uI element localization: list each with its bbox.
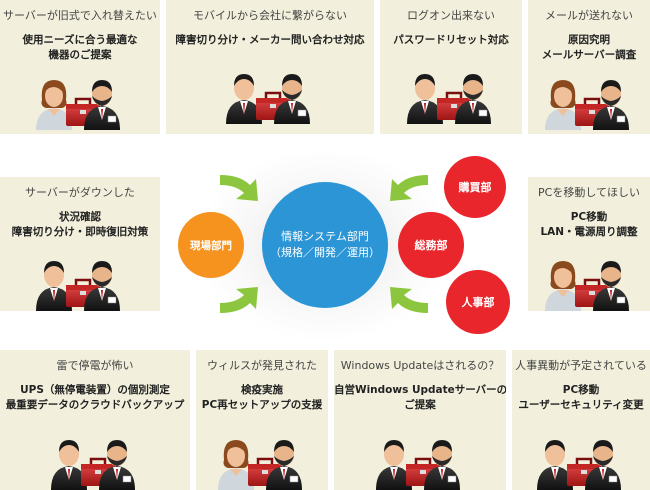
- arrow-bottom-left-icon: [220, 287, 258, 313]
- support-card-windows-update: Windows Updateはされるの？ 自営Windows Updateサーバ…: [334, 350, 506, 490]
- businessman-and-technician-icon: [32, 251, 128, 311]
- solution-text: UPS（無停電装置）の個別測定 最重要データのクラウドバックアップ: [5, 384, 185, 411]
- it-department-subtitle: （規格／開発／運用）: [270, 246, 380, 259]
- support-card-personnel-transfer: 人事異動が予定されている PC移動 ユーザーセキュリティ変更: [512, 350, 650, 490]
- solution-text: PC移動 LAN・電源周り調整: [540, 211, 638, 238]
- arrow-top-left-icon: [220, 175, 258, 201]
- problem-text: ログオン出来ない: [407, 9, 495, 22]
- problem-text: メールが送れない: [545, 9, 633, 22]
- arrow-top-right-icon: [390, 175, 428, 201]
- solution-text: PC移動 ユーザーセキュリティ変更: [518, 384, 644, 411]
- support-card-virus: ウィルスが発見された 検疫実施 PC再セットアップの支援: [196, 350, 328, 490]
- support-card-pc-move: PCを移動してほしい PC移動 LAN・電源周り調整: [528, 177, 650, 311]
- problem-text: PCを移動してほしい: [538, 186, 640, 199]
- businessman-and-technician-icon: [47, 430, 143, 490]
- problem-text: サーバーが旧式で入れ替えたい: [3, 9, 157, 22]
- support-card-server-down: サーバーがダウンした 状況確認 障害切り分け・即時復旧対策: [0, 177, 160, 311]
- it-department-circle: 情報システム部門 （規格／開発／運用）: [262, 182, 388, 308]
- problem-text: Windows Updateはされるの？: [340, 359, 500, 372]
- hr-department-circle: 人事部: [446, 270, 510, 334]
- solution-text: 使用ニーズに合う最適な 機器のご提案: [22, 34, 138, 61]
- support-card-mail: メールが送れない 原因究明 メールサーバー調査: [528, 0, 650, 134]
- solution-text: パスワードリセット対応: [393, 34, 509, 46]
- woman-and-technician-icon: [32, 70, 128, 130]
- general-affairs-department-circle: 総務部: [398, 212, 464, 278]
- it-department-title: 情報システム部門: [281, 230, 369, 243]
- solution-text: 原因究明 メールサーバー調査: [541, 34, 637, 61]
- support-card-mobile-connection: モバイルから会社に繋がらない 障害切り分け・メーカー問い合わせ対応: [166, 0, 374, 134]
- solution-text: 障害切り分け・メーカー問い合わせ対応: [175, 34, 365, 46]
- problem-text: モバイルから会社に繋がらない: [193, 9, 347, 22]
- arrow-bottom-right-icon: [390, 287, 428, 313]
- woman-and-technician-icon: [541, 70, 637, 130]
- problem-text: 雷で停電が怖い: [56, 359, 134, 372]
- woman-and-technician-icon: [541, 251, 637, 311]
- solution-text: 検疫実施 PC再セットアップの支援: [201, 384, 323, 411]
- businessman-and-technician-icon: [403, 64, 499, 124]
- woman-and-technician-icon: [214, 430, 310, 490]
- solution-text: 状況確認 障害切り分け・即時復旧対策: [11, 211, 149, 238]
- field-department-circle: 現場部門: [178, 212, 244, 278]
- businessman-and-technician-icon: [222, 64, 318, 124]
- businessman-and-technician-icon: [372, 430, 468, 490]
- purchasing-department-circle: 購買部: [444, 156, 506, 218]
- support-card-power-outage: 雷で停電が怖い UPS（無停電装置）の個別測定 最重要データのクラウドバックアッ…: [0, 350, 190, 490]
- problem-text: 人事異動が予定されている: [515, 359, 647, 372]
- solution-text: 自営Windows Updateサーバーの ご提案: [334, 384, 506, 411]
- problem-text: ウィルスが発見された: [207, 359, 317, 372]
- support-card-server-replacement: サーバーが旧式で入れ替えたい 使用ニーズに合う最適な 機器のご提案: [0, 0, 160, 134]
- support-card-logon: ログオン出来ない パスワードリセット対応: [380, 0, 522, 134]
- businessman-and-technician-icon: [533, 430, 629, 490]
- problem-text: サーバーがダウンした: [25, 186, 135, 199]
